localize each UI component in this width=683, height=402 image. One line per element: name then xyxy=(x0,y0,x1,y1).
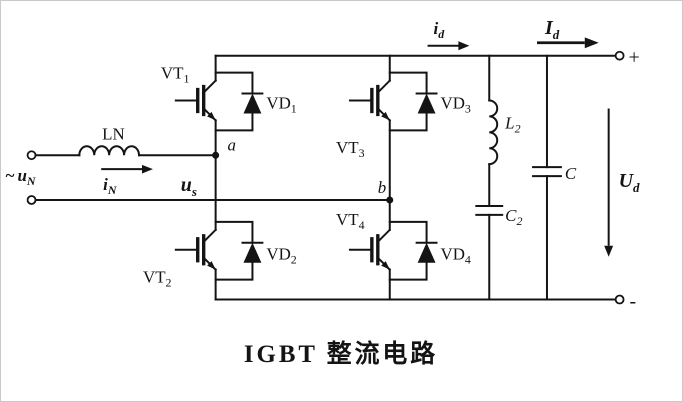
vd2-leads xyxy=(214,220,254,281)
igbt-vt3-symbol xyxy=(348,79,392,122)
label-current-Id: Id xyxy=(544,17,560,42)
capacitor-c2-plates xyxy=(475,204,504,216)
vt2-collector xyxy=(202,228,218,244)
vt4-emitter-arrowhead xyxy=(381,261,390,270)
label-node-a: a xyxy=(228,135,236,154)
label-vd4: VD4 xyxy=(441,245,471,267)
label-vd3: VD3 xyxy=(441,93,471,115)
igbt-vt1-symbol xyxy=(174,79,218,122)
diode-vd1-symbol xyxy=(214,71,264,132)
vd4-leads xyxy=(388,220,428,281)
label-inductor-l2: L2 xyxy=(504,113,520,135)
label-inductor-ln: LN xyxy=(102,124,125,143)
diode-vd3-symbol xyxy=(388,71,438,132)
labels: ~uN LN iN us a b VT1 VT2 VT3 VT4 VD1 VD2… xyxy=(6,17,640,368)
bridge-leg-right xyxy=(348,54,438,301)
dc-output-section xyxy=(214,37,625,305)
inductor-l2-coil xyxy=(488,99,499,166)
vd2-anode-triangle xyxy=(243,242,262,263)
vt4-collector xyxy=(376,228,392,244)
label-voltage-us: us xyxy=(181,174,197,199)
diode-vd2-symbol xyxy=(214,220,264,281)
igbt-vt4-symbol xyxy=(348,228,392,272)
label-node-b: b xyxy=(378,178,386,197)
vd1-leads xyxy=(214,71,254,132)
label-vt1: VT1 xyxy=(161,64,190,86)
label-current-id: id xyxy=(434,19,446,41)
inductor-ln-coil xyxy=(78,145,141,157)
voltage-ud-arrowhead xyxy=(604,245,614,257)
vd1-anode-triangle xyxy=(243,93,262,114)
diagram-title: IGBT 整流电路 xyxy=(244,340,438,368)
igbt-vt2-symbol xyxy=(174,228,218,272)
output-terminal-plus xyxy=(614,50,625,61)
label-vt2: VT2 xyxy=(143,268,172,290)
label-plus-terminal: + xyxy=(629,47,640,69)
label-current-in: iN xyxy=(103,175,117,197)
label-vd2: VD2 xyxy=(266,245,296,267)
vt1-collector xyxy=(202,79,218,94)
input-terminal-top xyxy=(26,150,37,161)
label-minus-terminal: - xyxy=(630,290,637,312)
diode-vd4-symbol xyxy=(388,220,438,281)
current-Id-arrowhead xyxy=(584,37,599,49)
input-terminal-bottom xyxy=(26,195,37,205)
vd3-leads xyxy=(388,71,428,132)
vt3-collector xyxy=(376,79,392,94)
vd3-anode-triangle xyxy=(417,93,436,114)
label-vt4: VT4 xyxy=(336,210,365,232)
label-capacitor-c2: C2 xyxy=(505,206,522,228)
current-id-arrowhead xyxy=(458,41,470,51)
label-source-voltage: ~uN xyxy=(6,166,36,188)
bridge-leg-left xyxy=(174,54,264,301)
current-in-arrowhead xyxy=(141,164,153,174)
filter-l2-c2-branch xyxy=(475,54,504,301)
label-voltage-ud: Ud xyxy=(619,170,640,195)
vt3-emitter-arrowhead xyxy=(381,111,390,121)
filter-c-branch xyxy=(532,54,562,301)
label-vt3: VT3 xyxy=(336,138,365,160)
label-vd1: VD1 xyxy=(266,93,296,115)
label-capacitor-c: C xyxy=(565,164,577,183)
output-terminal-minus xyxy=(614,294,625,305)
vt2-emitter-arrowhead xyxy=(207,261,216,270)
vd4-anode-triangle xyxy=(417,242,436,263)
vt1-emitter-arrowhead xyxy=(207,111,216,121)
capacitor-c-plates xyxy=(532,166,562,178)
